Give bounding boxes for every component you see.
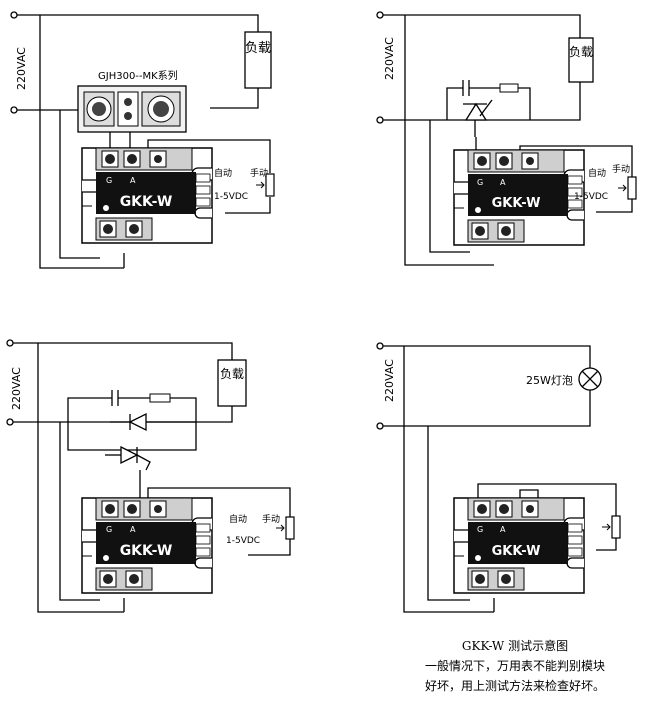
caption-line-2: 好坏，用上测试方法来检查好坏。 — [424, 679, 605, 693]
pin-g-label-2: G — [477, 178, 483, 187]
brand-label: GKK-W — [120, 194, 173, 210]
load-label: 负载 — [245, 41, 271, 56]
potentiometer-2 — [617, 176, 637, 200]
control-voltage-label: 1-5VDC — [214, 192, 248, 202]
resistor — [499, 83, 519, 93]
pin-a-label-4: A — [500, 525, 506, 534]
manual-label-3: 手动 — [262, 513, 280, 525]
gjh300-module — [77, 85, 187, 133]
load-label-2: 负载 — [569, 45, 593, 59]
panel-lamp-test — [376, 342, 617, 613]
pin-a-label-2: A — [500, 178, 506, 187]
module-series-label: GJH300--MK系列 — [98, 69, 178, 82]
load-box-3 — [217, 359, 247, 407]
auto-label: 自动 — [214, 167, 232, 179]
lamp-cross-icon — [581, 370, 599, 388]
control-voltage-label-2: 1-5VDC — [574, 192, 608, 202]
pin-g-label-4: G — [477, 525, 483, 534]
potentiometer-4 — [601, 515, 621, 539]
voltage-label-2: 220VAC — [383, 37, 396, 80]
brand-label-4: GKK-W — [492, 544, 541, 559]
control-voltage-label-3: 1-5VDC — [226, 536, 260, 546]
voltage-label-4: 220VAC — [383, 359, 396, 402]
brand-label-2: GKK-W — [492, 196, 541, 211]
load-box — [244, 31, 272, 89]
caption-title: GKK-W 测试示意图 — [461, 639, 569, 653]
pin-a-label: A — [130, 176, 136, 185]
manual-label-2: 手动 — [612, 163, 630, 175]
lamp-label: 25W灯泡 — [526, 373, 573, 387]
voltage-label-3: 220VAC — [10, 367, 23, 410]
panel-diode-test — [6, 339, 291, 613]
pin-g-label: G — [106, 176, 112, 185]
resistor-3 — [149, 393, 171, 403]
panel-gjh300-test — [10, 11, 271, 269]
load-label-3: 负载 — [220, 367, 244, 381]
load-box-2 — [568, 37, 594, 83]
auto-label-3: 自动 — [229, 513, 247, 525]
brand-label-3: GKK-W — [120, 543, 173, 559]
pin-a-label-3: A — [130, 525, 136, 534]
panel-thyristor-test — [376, 11, 633, 266]
auto-label-2: 自动 — [588, 167, 606, 179]
manual-label: 手动 — [250, 167, 268, 179]
pin-g-label-3: G — [106, 525, 112, 534]
caption-line-1: 一般情况下，万用表不能判别模块 — [424, 659, 605, 673]
voltage-label: 220VAC — [15, 47, 28, 90]
